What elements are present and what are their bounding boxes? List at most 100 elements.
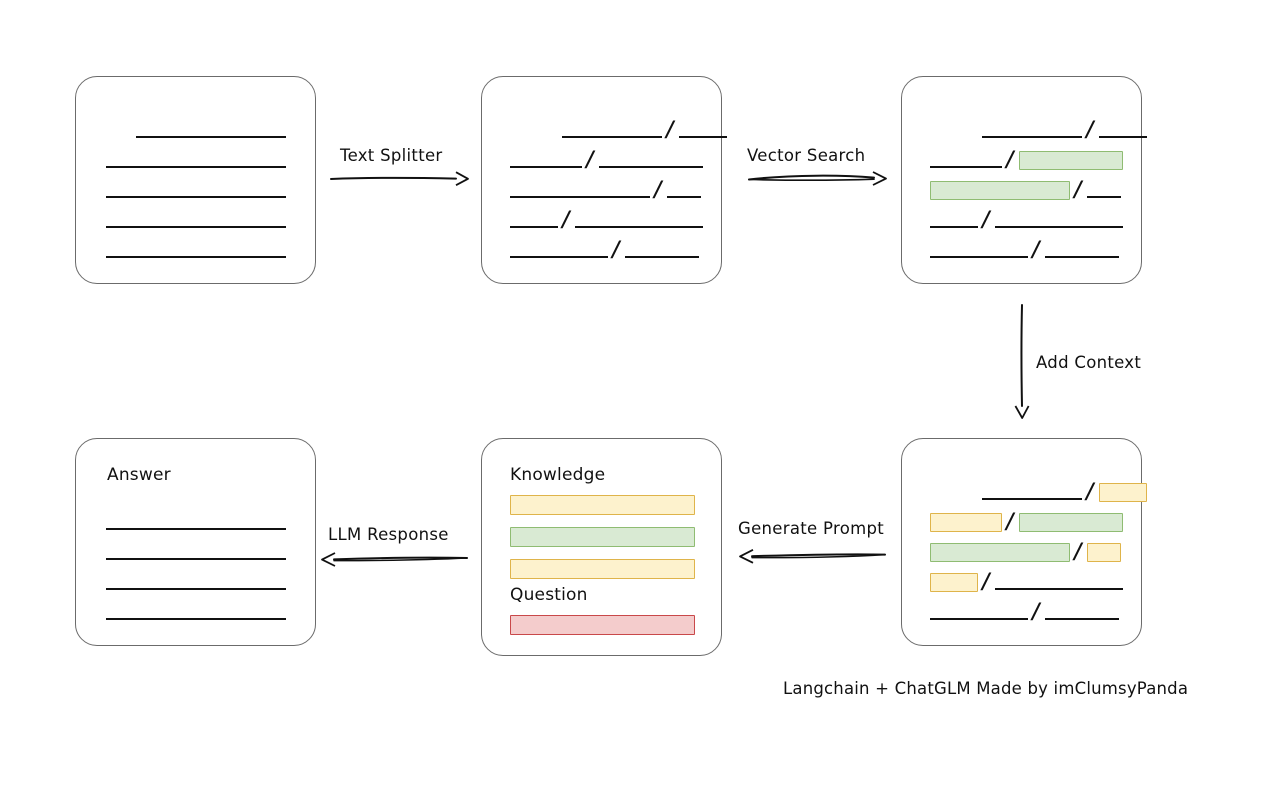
chunk-row: / xyxy=(930,205,1123,231)
chunk-separator-slash: / xyxy=(1006,145,1014,171)
text-line xyxy=(136,119,286,141)
text-line-segment xyxy=(930,256,1028,258)
split-document-box[interactable]: / / / / / xyxy=(481,76,727,284)
chunk-separator-slash: / xyxy=(982,567,990,593)
chunk-row: / xyxy=(930,510,1123,533)
text-line-segment xyxy=(930,226,978,228)
green-highlight-segment xyxy=(930,542,1070,562)
text-line-segment xyxy=(666,196,701,198)
chunk-separator-slash: / xyxy=(982,205,990,231)
text-line-segment xyxy=(930,166,1002,168)
text-line-segment xyxy=(106,558,286,560)
chunk-row: / xyxy=(930,175,1121,201)
text-line xyxy=(106,239,286,261)
chunk-row: / xyxy=(510,205,703,231)
chunk-separator-slash: / xyxy=(1032,597,1040,623)
chunk-row: / xyxy=(510,145,703,171)
chunk-separator-slash: / xyxy=(654,175,662,201)
edge-text-splitter-label: Text Splitter xyxy=(340,146,443,165)
answer-card-box[interactable]: Answer xyxy=(75,438,316,646)
source-document-box[interactable] xyxy=(75,76,316,284)
chunk-separator-slash: / xyxy=(1074,537,1082,563)
text-line-segment xyxy=(106,256,286,258)
retrieved-document-box[interactable]: / / / / / xyxy=(901,76,1147,284)
text-line-segment xyxy=(994,226,1123,228)
knowledge-bar xyxy=(510,495,695,515)
text-line-segment xyxy=(562,136,662,138)
chunk-separator-slash: / xyxy=(1086,477,1094,503)
chunk-row: / xyxy=(930,145,1123,171)
text-line xyxy=(106,179,286,201)
chunk-separator-slash: / xyxy=(562,205,570,231)
text-line-segment xyxy=(930,618,1028,620)
context-document-box[interactable]: / / / / / xyxy=(901,438,1147,646)
chunk-row: / xyxy=(510,235,699,261)
yellow-highlight-segment xyxy=(1098,482,1147,502)
chunk-row: / xyxy=(510,175,701,201)
text-line-segment xyxy=(598,166,703,168)
green-highlight-segment xyxy=(930,180,1070,200)
green-highlight-segment xyxy=(1018,150,1123,170)
yellow-highlight-segment xyxy=(930,512,1002,532)
footer-credit: Langchain + ChatGLM Made by imClumsyPand… xyxy=(783,679,1189,698)
chunk-separator-slash: / xyxy=(612,235,620,261)
text-line-segment xyxy=(106,226,286,228)
chunk-separator-slash: / xyxy=(586,145,594,171)
text-line xyxy=(106,571,286,593)
chunk-row: / xyxy=(930,537,1121,563)
text-line-segment xyxy=(994,588,1123,590)
knowledge-bar xyxy=(510,559,695,579)
text-line-segment xyxy=(1098,136,1147,138)
text-line-segment xyxy=(1044,618,1119,620)
chunk-row: / xyxy=(930,235,1119,261)
edge-vector-search-arrow xyxy=(748,171,887,186)
chunk-row: / xyxy=(930,597,1119,623)
text-line xyxy=(106,511,286,533)
knowledge-label: Knowledge xyxy=(510,465,606,485)
text-line-segment xyxy=(106,196,286,198)
question-label: Question xyxy=(510,585,588,605)
answer-label: Answer xyxy=(107,465,171,485)
text-line-segment xyxy=(678,136,727,138)
edge-llm-response-label: LLM Response xyxy=(328,525,449,544)
chunk-separator-slash: / xyxy=(1086,115,1094,141)
text-line-segment xyxy=(1044,256,1119,258)
text-line-segment xyxy=(510,226,558,228)
text-line xyxy=(106,601,286,623)
text-line-segment xyxy=(510,166,582,168)
prompt-card-box[interactable]: Knowledge Question xyxy=(481,438,722,656)
text-line xyxy=(106,541,286,563)
chunk-separator-slash: / xyxy=(1074,175,1082,201)
text-line-segment xyxy=(510,196,650,198)
text-line-segment xyxy=(982,498,1082,500)
text-line-segment xyxy=(106,618,286,620)
text-line-segment xyxy=(106,588,286,590)
question-bar xyxy=(510,615,695,635)
edge-add-context-label: Add Context xyxy=(1036,353,1142,372)
yellow-highlight-segment xyxy=(930,572,978,592)
text-line-segment xyxy=(106,166,286,168)
yellow-highlight-segment xyxy=(1086,542,1121,562)
chunk-row: / xyxy=(930,567,1123,593)
text-line-segment xyxy=(574,226,703,228)
chunk-row: / xyxy=(982,477,1147,503)
text-line xyxy=(106,209,286,231)
edge-add-context-arrow xyxy=(1014,304,1030,419)
text-line-segment xyxy=(136,136,286,138)
text-line-segment xyxy=(510,256,608,258)
green-highlight-segment xyxy=(1018,512,1123,532)
chunk-row: / xyxy=(982,115,1147,141)
edge-llm-response-arrow xyxy=(321,552,468,567)
chunk-separator-slash: / xyxy=(1032,235,1040,261)
text-line-segment xyxy=(624,256,699,258)
text-line-segment xyxy=(982,136,1082,138)
edge-generate-prompt-label: Generate Prompt xyxy=(738,519,884,538)
chunk-separator-slash: / xyxy=(666,115,674,141)
edge-text-splitter-arrow xyxy=(330,171,469,186)
text-line-segment xyxy=(1086,196,1121,198)
text-line-segment xyxy=(106,528,286,530)
edge-vector-search-label: Vector Search xyxy=(747,146,866,165)
edge-generate-prompt-arrow xyxy=(739,548,886,564)
text-line xyxy=(106,149,286,171)
